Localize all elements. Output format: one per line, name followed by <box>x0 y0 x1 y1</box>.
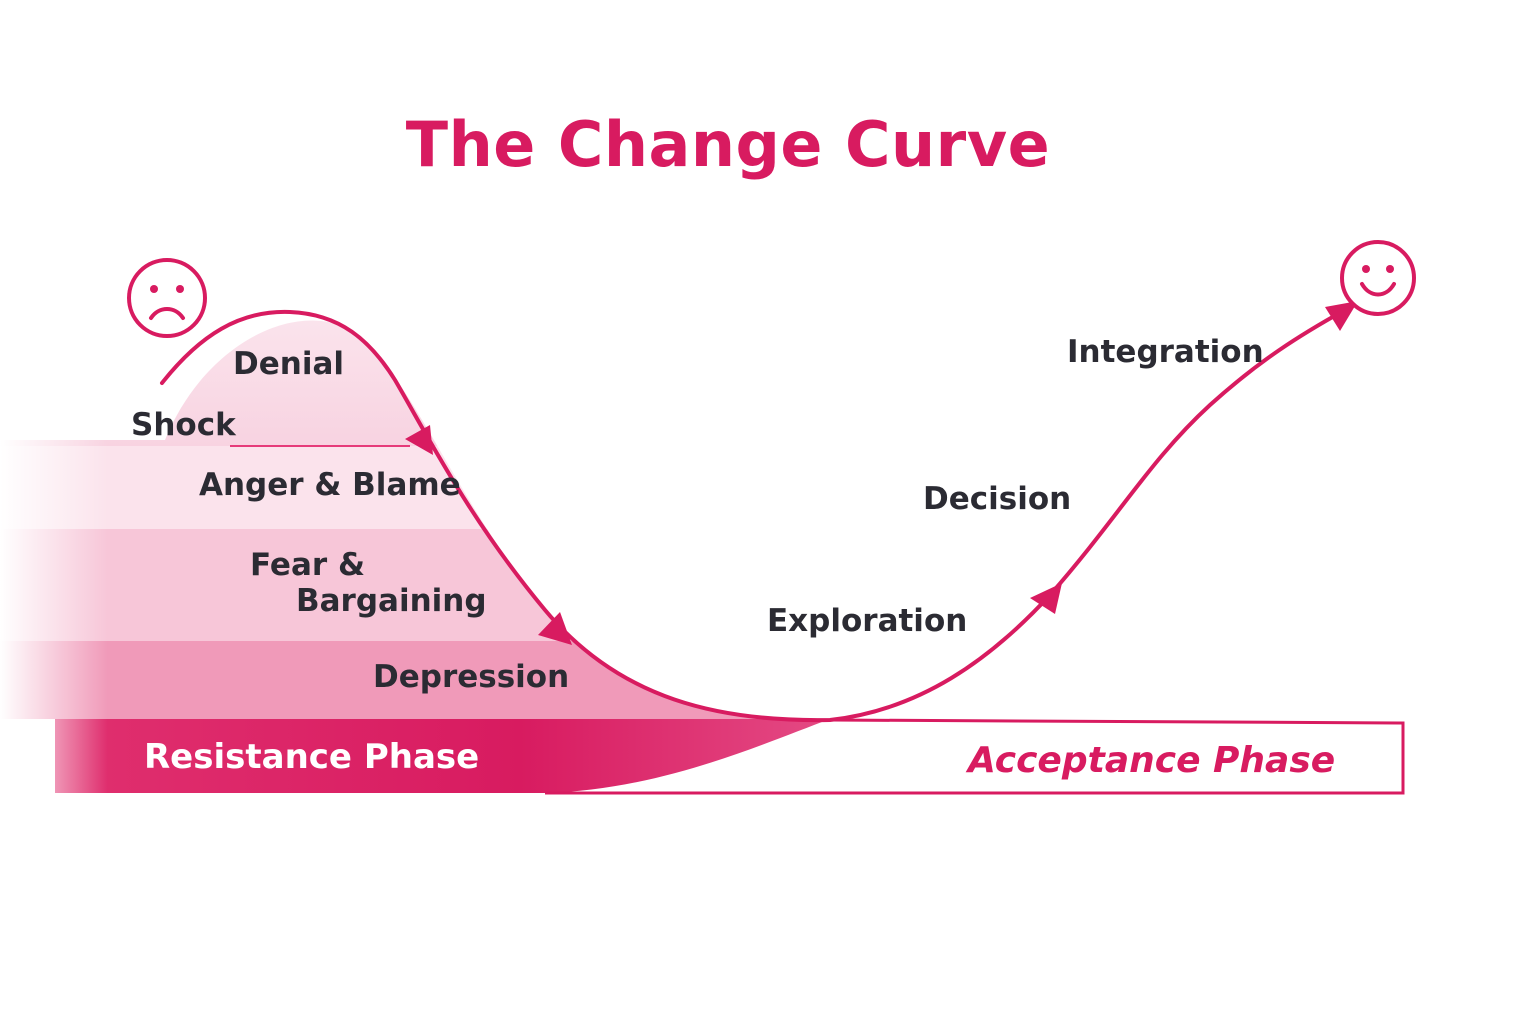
arrow-exploration <box>1030 583 1062 614</box>
stage-integration: Integration <box>1067 334 1264 370</box>
stage-depression: Depression <box>373 659 570 695</box>
stage-fear-line1: Fear & <box>250 547 365 583</box>
resistance-phase-label: Resistance Phase <box>144 737 480 777</box>
stage-fear-line2: Bargaining <box>296 583 487 619</box>
stage-exploration: Exploration <box>767 603 968 639</box>
change-curve-line <box>160 308 1347 723</box>
arrow-denial <box>405 425 433 455</box>
acceptance-phase-box <box>545 718 1405 795</box>
acceptance-phase-label: Acceptance Phase <box>968 740 1336 781</box>
stage-shock: Shock <box>131 407 236 443</box>
arrow-fear <box>538 612 572 645</box>
stage-decision: Decision <box>923 481 1072 517</box>
stage-denial: Denial <box>233 346 344 382</box>
page-title: The Change Curve <box>405 108 1051 181</box>
sad-face-icon <box>127 258 207 338</box>
arrow-integration <box>1325 301 1358 331</box>
smiley-face-icon <box>1340 240 1416 316</box>
stage-anger-blame: Anger & Blame <box>199 467 461 503</box>
